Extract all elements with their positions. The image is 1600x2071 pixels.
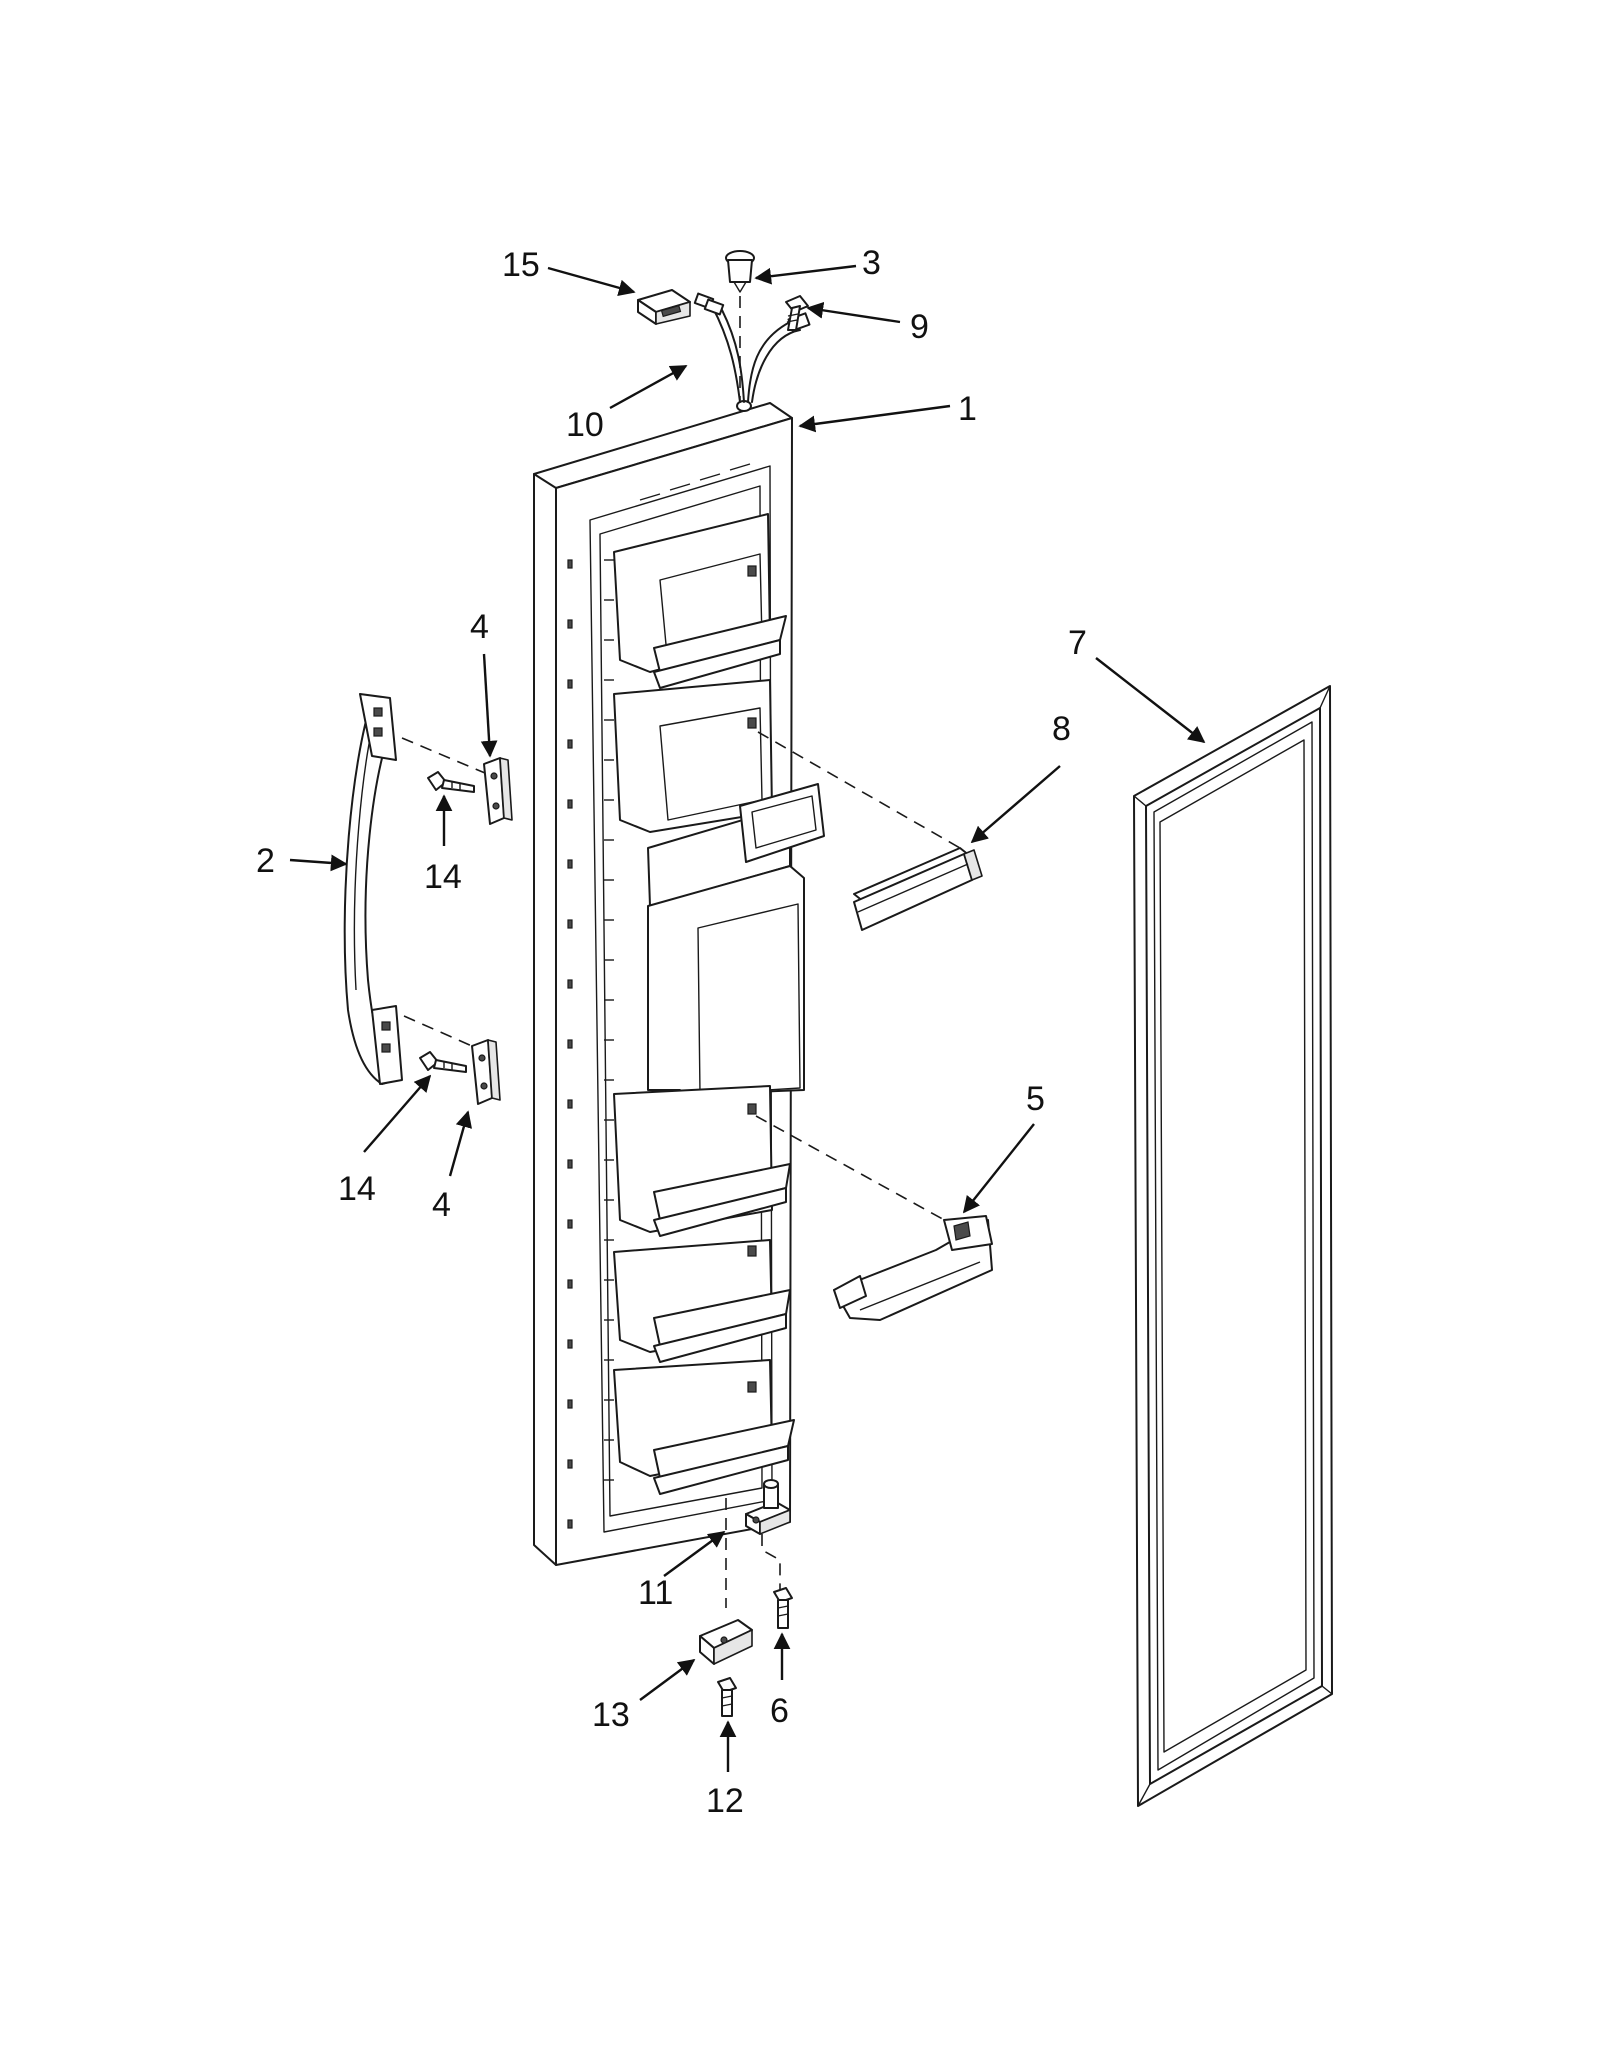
callout-labels: 15 3 9 10 1 7 4 8 2 14 5 14 4 11 13 6 12: [256, 244, 1087, 1820]
callout-5: 5: [1026, 1080, 1045, 1118]
callout-8: 8: [1052, 710, 1071, 748]
handle-guide-top: [401, 737, 493, 777]
callout-13: 13: [592, 1696, 630, 1734]
screw-part-12: [717, 1677, 737, 1717]
callout-11: 11: [638, 1574, 673, 1612]
door-bin-part-5: [833, 1215, 993, 1321]
lower-hinge: [745, 1479, 791, 1590]
callout-4-upper: 4: [470, 608, 489, 646]
screw-part-14-upper: [427, 771, 475, 793]
callout-10: 10: [566, 406, 604, 444]
callout-3: 3: [862, 244, 881, 282]
callout-12: 12: [706, 1782, 744, 1820]
leader-lines: [289, 264, 1206, 1772]
callout-2: 2: [256, 842, 275, 880]
connector-part-15: [637, 289, 691, 325]
callout-4-lower: 4: [432, 1186, 451, 1224]
bin-guide-line: [755, 1115, 949, 1223]
door-handle: [343, 693, 403, 1085]
screw-part-14-lower: [419, 1051, 467, 1073]
bracket-part-4-lower: [471, 1039, 501, 1105]
door-assembly: [533, 400, 825, 1566]
callout-15: 15: [502, 246, 540, 284]
bracket-part-4-upper: [483, 757, 513, 825]
callout-14-upper: 14: [424, 858, 462, 896]
callout-7: 7: [1068, 624, 1087, 662]
wire-harness: [693, 292, 811, 403]
screw-part-6: [773, 1587, 793, 1629]
callout-6: 6: [770, 1692, 789, 1730]
hinge-block-part-13: [699, 1619, 753, 1665]
trim-strip-part-8: [853, 847, 983, 931]
door-gasket-part-7: [1133, 685, 1333, 1807]
callout-1: 1: [958, 390, 977, 428]
callout-14-lower: 14: [338, 1170, 376, 1208]
callout-9: 9: [910, 308, 929, 346]
plug-part-3: [725, 250, 755, 293]
handle-guide-bottom: [403, 1015, 491, 1055]
